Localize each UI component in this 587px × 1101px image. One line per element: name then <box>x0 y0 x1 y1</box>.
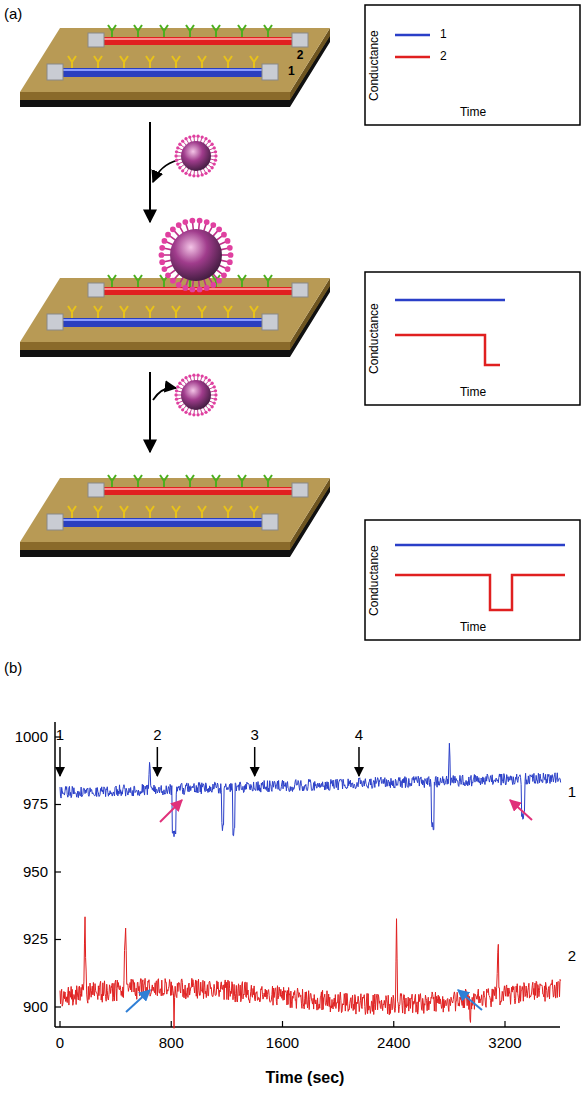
wire-number: 1 <box>288 65 295 78</box>
trace-label: 1 <box>568 784 576 801</box>
legend-line <box>395 56 430 59</box>
axis-title: Conductance <box>367 545 380 616</box>
unbind-arrow <box>153 388 176 400</box>
legend-text: 2 <box>440 50 447 63</box>
axis-title: Time (sec) <box>266 1069 345 1087</box>
tick-label: 975 <box>23 796 48 813</box>
event-arrow <box>126 990 150 1012</box>
injection-arrow <box>157 747 159 776</box>
tick-label: 950 <box>23 864 48 881</box>
tick-label: 0 <box>56 1035 64 1052</box>
wire-number: 2 <box>297 49 304 62</box>
axis-title: Time <box>460 621 486 634</box>
tick-label: 3200 <box>488 1035 521 1052</box>
tick-label: 2400 <box>377 1035 410 1052</box>
axis-title: Conductance <box>367 30 380 101</box>
conductance-trace <box>60 743 561 836</box>
conductance-trace <box>395 544 565 547</box>
legend-text: 1 <box>440 28 447 41</box>
conductance-trace <box>60 917 561 1028</box>
axis-title: Conductance <box>367 303 380 374</box>
callout-number: 2 <box>153 727 161 744</box>
tick-label: 900 <box>23 999 48 1016</box>
nanowire-device <box>20 275 330 357</box>
panel-label: (a) <box>4 6 22 23</box>
nanowire-device <box>20 475 330 557</box>
virus-particle <box>174 135 217 178</box>
injection-arrow <box>254 747 256 776</box>
event-arrow <box>510 800 532 820</box>
axis-title: Time <box>460 106 486 119</box>
callout-number: 3 <box>251 727 259 744</box>
tick-label: 800 <box>159 1035 184 1052</box>
step-arrow <box>149 122 151 222</box>
tick-label: 1000 <box>15 729 48 746</box>
callout-number: 4 <box>355 727 363 744</box>
conductance-trace <box>395 575 565 610</box>
axis-title: Time <box>460 386 486 399</box>
injection-arrow <box>59 747 61 776</box>
plot-frame <box>365 5 580 125</box>
tick-label: 1600 <box>266 1035 299 1052</box>
virus-particle <box>174 374 217 417</box>
plot-frame <box>365 520 580 640</box>
y-axis <box>54 722 56 1027</box>
nanowire-device <box>20 25 330 107</box>
conductance-trace <box>395 299 505 302</box>
bind-arrow <box>153 160 178 182</box>
legend-line <box>395 34 430 37</box>
conductance-trace <box>395 335 500 365</box>
event-arrow <box>160 800 182 822</box>
plot-frame <box>365 272 580 405</box>
step-arrow <box>149 372 151 452</box>
panel-label: (b) <box>4 660 22 677</box>
x-axis <box>55 1026 560 1028</box>
callout-number: 1 <box>56 727 64 744</box>
injection-arrow <box>358 747 360 776</box>
virus-particle <box>159 218 234 293</box>
tick-label: 925 <box>23 931 48 948</box>
event-arrow <box>458 990 482 1010</box>
trace-label: 2 <box>568 948 576 965</box>
